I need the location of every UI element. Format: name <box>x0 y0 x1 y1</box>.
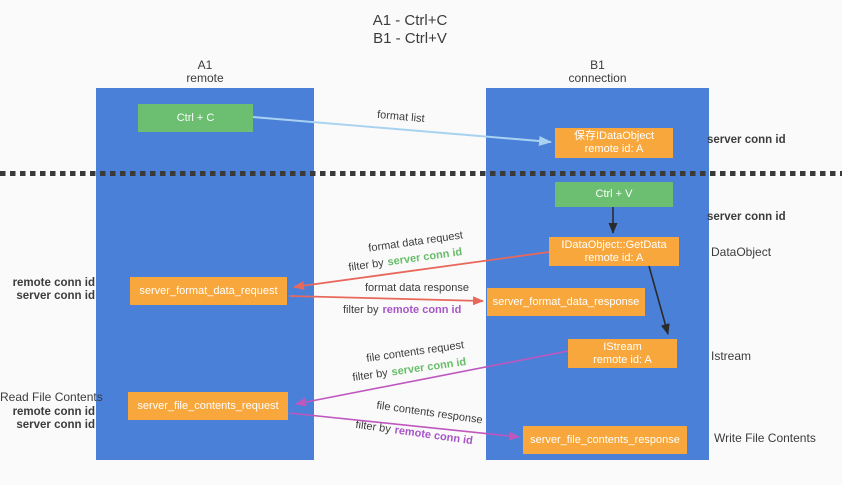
node-ctrl-c-label: Ctrl + C <box>176 111 215 124</box>
lane-header-b1: B1 connection <box>486 59 709 85</box>
filter-by-text: filter by <box>354 418 392 436</box>
arrow-format-data-response <box>288 295 484 306</box>
node-getdata-line1: IDataObject::GetData <box>561 238 667 251</box>
node-ctrl-v-label: Ctrl + V <box>595 188 633 200</box>
label-remote-conn-id-left-1: remote conn id <box>12 277 95 289</box>
label-write-file-contents: Write File Contents <box>714 431 816 445</box>
dotted-divider <box>0 171 842 176</box>
label-server-conn-id-right-1: server conn id <box>707 134 786 146</box>
filter-by-text: filter by <box>347 257 385 274</box>
title-line-1: A1 - Ctrl+C <box>372 12 448 29</box>
node-save-idataobject: 保存IDataObject remote id: A <box>555 128 673 158</box>
node-save-idataobject-line2: remote id: A <box>584 143 644 155</box>
lane-a1-name: A1 <box>197 58 213 72</box>
diagram-title: A1 - Ctrl+C B1 - Ctrl+V <box>330 12 490 48</box>
node-ctrl-c: Ctrl + C <box>138 104 253 132</box>
label-server-conn-id-left-2: server conn id <box>16 419 95 431</box>
lane-b1-name: B1 <box>590 58 605 72</box>
node-server-file-contents-request: server_file_contents_request <box>128 392 288 420</box>
label-dataobject: DataObject <box>711 245 772 259</box>
label-file-contents-response: file contents response <box>375 399 484 427</box>
label-server-conn-id-right-2: server conn id <box>707 211 786 223</box>
lane-b1-role: connection <box>568 71 627 85</box>
node-file-response-label: server_file_contents_response <box>530 433 680 446</box>
node-ctrl-v: Ctrl + V <box>555 182 673 207</box>
label-format-list: format list <box>376 108 426 126</box>
label-remote-conn-id-left-2: remote conn id <box>12 406 95 418</box>
node-server-file-contents-response: server_file_contents_response <box>523 426 687 454</box>
title-line-2: B1 - Ctrl+V <box>373 30 447 47</box>
filter-by-text: filter by <box>343 304 379 316</box>
remote-conn-id-text: remote conn id <box>382 304 462 316</box>
remote-conn-id-text: remote conn id <box>393 424 474 448</box>
node-istream: IStream remote id: A <box>568 339 677 368</box>
label-istream: Istream <box>711 349 752 363</box>
lane-header-a1: A1 remote <box>96 59 314 85</box>
filter-by-text: filter by <box>351 367 389 384</box>
node-server-format-data-response: server_format_data_response <box>487 288 645 316</box>
node-server-format-data-request: server_format_data_request <box>130 277 287 305</box>
node-getdata-line2: remote id: A <box>584 251 644 264</box>
label-format-data-response: format data response <box>365 282 469 294</box>
node-istream-line1: IStream <box>603 340 642 353</box>
node-save-idataobject-line1: 保存IDataObject <box>573 130 655 142</box>
label-server-conn-id-left-1: server conn id <box>16 290 95 302</box>
node-istream-line2: remote id: A <box>593 353 652 366</box>
node-format-response-label: server_format_data_response <box>492 295 640 308</box>
lane-a1-role: remote <box>186 71 224 85</box>
node-file-request-label: server_file_contents_request <box>137 399 279 412</box>
node-idataobject-getdata: IDataObject::GetData remote id: A <box>549 237 679 266</box>
label-read-file-contents: Read File Contents <box>0 390 103 404</box>
node-format-request-label: server_format_data_request <box>139 284 278 297</box>
